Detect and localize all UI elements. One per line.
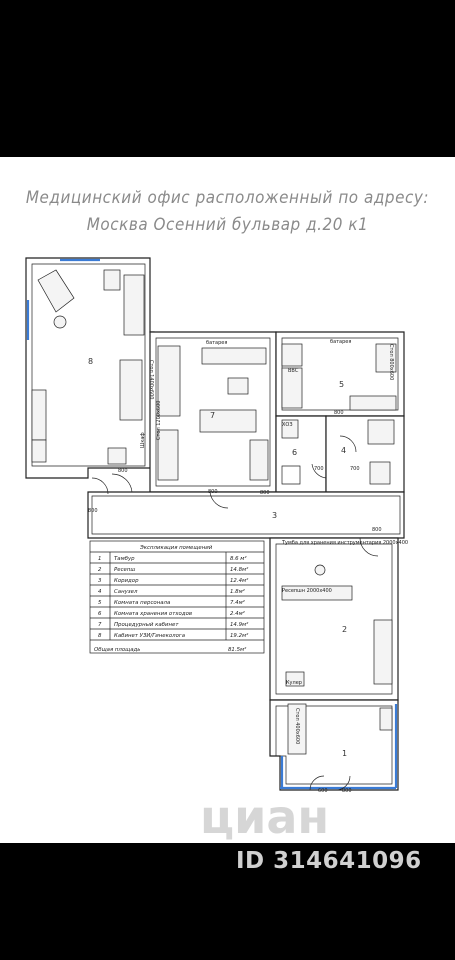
dimension-label: 600: [318, 788, 328, 794]
room-row-number: 5: [98, 600, 102, 606]
doors: [91, 435, 379, 791]
room-row-area: 8.6 м²: [230, 555, 247, 562]
label-stol3: Стол 800х600: [388, 344, 394, 380]
room-8-furniture: [31, 269, 145, 465]
label-bvs: ВВС: [288, 368, 299, 374]
label-battery-2: батарея: [330, 339, 351, 345]
room-number-2: 2: [342, 625, 347, 634]
room-4-walls: [325, 415, 405, 493]
room-number-1: 1: [342, 749, 347, 758]
room-row-name: Комната хранения отходов: [114, 611, 192, 617]
room-row-name: Ресепш: [114, 567, 135, 573]
room-row-area: 12.4м²: [230, 577, 249, 584]
label-stol2: Стол 1200х600: [156, 401, 162, 440]
room-row-name: Санузел: [114, 589, 138, 595]
room-row-number: 6: [98, 611, 102, 617]
plan-title-line2: Москва Осенний бульвар д.20 к1: [86, 215, 369, 234]
listing-id: ID 314641096: [236, 848, 422, 874]
room-7-walls: [149, 331, 277, 493]
room-number-5: 5: [339, 380, 344, 389]
room-number-8: 8: [88, 357, 93, 366]
room-row-name: Коридор: [114, 578, 139, 584]
room-2-walls: [269, 537, 399, 701]
label-kuler: Кулер: [286, 680, 302, 686]
watermark-logo: циан: [200, 790, 330, 844]
room-row-number: 2: [98, 567, 102, 573]
room-row-name: Комната персонала: [114, 600, 170, 606]
dimension-label: 800: [260, 490, 270, 496]
dimension-label: 800: [88, 508, 98, 514]
explication-header: Экспликация помещений: [139, 545, 213, 551]
room-row-name: Кабинет УЗИ/Гинеколога: [114, 633, 185, 639]
dimension-label: 800: [208, 489, 218, 495]
label-stol4: Стол 400х600: [294, 708, 300, 744]
room-row-area: 14.9м²: [230, 621, 249, 628]
room-number-7: 7: [210, 411, 215, 420]
room-row-number: 7: [98, 622, 102, 628]
room-row-name: Тамбур: [114, 556, 135, 562]
total-area-label: Общая площадь: [94, 647, 140, 653]
room-row-area: 19.2м²: [230, 632, 249, 639]
room-number-3: 3: [272, 511, 277, 520]
dimension-label: 700: [350, 466, 360, 472]
explication-rows: 1 Тамбур 8.6 м² 2 Ресепш 14.8м² 3 Коридор 12.4м²…: [98, 555, 249, 639]
room-row-name: Процедурный кабинет: [114, 622, 179, 628]
dimension-label: 700: [314, 466, 324, 472]
dimension-label: 800: [334, 410, 344, 416]
room-row-area: 7.4м²: [230, 599, 246, 606]
label-reception: Ресепшн 2000х400: [282, 588, 332, 594]
room-row-area: 14.8м²: [230, 566, 249, 573]
explication-table: [89, 540, 265, 654]
dimension-label: 800: [342, 788, 352, 794]
room-row-area: 2.4м²: [230, 610, 246, 617]
room-row-number: 3: [98, 578, 102, 584]
room-1-walls: [269, 699, 399, 791]
dimension-label: 800: [372, 527, 382, 533]
plan-title-line1: Медицинский офис расположенный по адресу…: [25, 188, 430, 207]
label-hoz: ХОЗ: [282, 422, 293, 428]
label-tumba: Тумба для хранения инструментария 2000х4…: [281, 540, 408, 546]
total-area-value: 81.5м²: [228, 646, 247, 653]
room-row-number: 8: [98, 633, 102, 639]
room-5-walls: [275, 331, 405, 417]
label-shkaf: Шкаф: [140, 432, 146, 448]
room-row-number: 1: [98, 556, 101, 562]
label-stol1: Стол 1400х600: [148, 360, 154, 399]
room-3-corridor: [87, 491, 405, 539]
dimension-label: 800: [118, 468, 128, 474]
label-battery-1: батарея: [206, 340, 227, 346]
room-number-4: 4: [341, 446, 346, 455]
room-row-number: 4: [98, 589, 102, 595]
room-number-6: 6: [292, 448, 297, 457]
dimension-labels: 800 800 800 800 800 700 700 600 800 800: [88, 410, 382, 794]
room-row-area: 1.8м²: [230, 588, 246, 595]
